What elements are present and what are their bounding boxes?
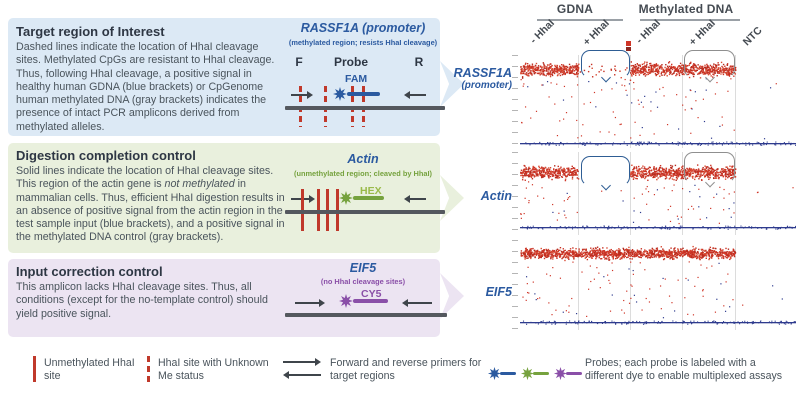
panel-body: This amplicon lacks HhaI cleavage sites.… (16, 281, 268, 320)
panel-title: Digestion completion control (16, 148, 196, 163)
group-header-methylated: Methylated DNA (638, 2, 734, 16)
panel-title: Target region of Interest (16, 24, 165, 39)
row-label-main: RASSF1A (453, 66, 512, 80)
fam-probe-star-icon (333, 87, 347, 101)
row-label-eif5: EIF5 (420, 285, 512, 299)
panel-input-control (8, 259, 440, 337)
group-underline (537, 19, 623, 21)
cy5-probe-star-icon (339, 294, 353, 308)
forward-primer-arrow-icon (295, 299, 325, 307)
gene-note-actin: (unmethylated region; cleaved by HhaI) (294, 169, 432, 178)
panel-body: Dashed lines indicate the location of Hh… (16, 41, 275, 133)
dark-marker-icon (626, 47, 631, 51)
hex-probe-line (533, 372, 549, 375)
scatter-canvas-rassf1a (520, 55, 796, 148)
forward-arrow-icon (283, 358, 321, 366)
column-label-plus-hhal: + HhaI (686, 17, 718, 49)
panel-input-text: Input correction control This amplicon l… (16, 264, 284, 321)
blue-bracket-rassf1a (581, 50, 630, 83)
gene-note-eif5: (no HhaI cleavage sites) (320, 277, 406, 286)
y-axis-ticks (512, 55, 518, 148)
forward-primer-arrow-icon (291, 195, 315, 203)
fam-dye-label: FAM (345, 73, 368, 85)
fam-probe-line (347, 92, 380, 96)
gene-note-rassf1a: (methylated region; resists HhaI cleavag… (288, 38, 438, 47)
hex-probe-star-icon (339, 191, 353, 205)
reverse-primer-label: R (414, 55, 424, 69)
scatter-plot-actin (520, 152, 796, 235)
row-label-sub: (promoter) (461, 80, 512, 91)
panel-title: Input correction control (16, 264, 163, 279)
fam-probe-star-icon (487, 366, 502, 381)
body-post: in mammalian cells. Thus, efficient HhaI… (16, 178, 285, 244)
row-label-rassf1a: RASSF1A (promoter) (420, 66, 512, 91)
group-header-gdna: GDNA (556, 2, 594, 16)
row-label-actin: Actin (420, 189, 512, 203)
reverse-primer-arrow-icon (404, 195, 426, 203)
reverse-primer-arrow-icon (404, 91, 426, 99)
row-label-main: Actin (480, 189, 512, 203)
body-italic: not methylated (164, 178, 235, 191)
panel-body: Solid lines indicate the location of Hha… (16, 165, 288, 245)
group-underline (640, 19, 740, 21)
body-pre: Solid lines indicate the location of Hha… (16, 165, 274, 191)
scatter-plot-rassf1a (520, 55, 796, 148)
dna-strand-line (285, 313, 447, 317)
row-label-main: EIF5 (485, 285, 512, 299)
cy5-probe-line (566, 372, 582, 375)
legend-label: Forward and reverse primers for target r… (330, 357, 482, 382)
fam-probe-line (500, 372, 516, 375)
probe-label: Probe (333, 55, 368, 69)
reverse-arrow-icon (283, 371, 321, 379)
panel-target-region (8, 18, 440, 136)
scatter-canvas-eif5 (520, 240, 796, 330)
panel-target-text: Target region of Interest Dashed lines i… (16, 24, 284, 134)
hex-probe-star-icon (520, 366, 535, 381)
y-axis-ticks (512, 240, 518, 330)
legend-label: Probes; each probe is labeled with a dif… (585, 357, 783, 382)
legend-label: HhaI site with Unknown Me status (158, 357, 269, 382)
column-label-ntc: NTC (740, 24, 765, 49)
gene-title-eif5: EIF5 (349, 261, 377, 275)
gray-bracket-rassf1a (684, 50, 735, 83)
gene-title-rassf1a: RASSF1A (promoter) (300, 21, 426, 35)
scatter-plot-eif5 (520, 240, 796, 330)
panel-digestion-text: Digestion completion control Solid lines… (16, 148, 288, 245)
cy5-dye-label: CY5 (361, 288, 382, 300)
column-label-minus-hhal: - HhaI (527, 17, 557, 47)
forward-primer-label: F (295, 55, 303, 69)
dna-strand-line (285, 106, 445, 110)
unmethylated-site-icon (33, 356, 36, 382)
gray-bracket-actin (684, 152, 735, 188)
cy5-probe-line (353, 299, 388, 303)
hex-probe-line (353, 196, 384, 200)
legend-label: Unmethylated HhaI site (44, 357, 135, 382)
dna-strand-line (285, 210, 445, 214)
hex-dye-label: HEX (360, 185, 382, 197)
gene-title-actin: Actin (347, 152, 379, 166)
forward-primer-arrow-icon (291, 91, 313, 99)
unknown-me-site-icon (147, 356, 150, 382)
blue-bracket-actin (581, 156, 630, 191)
y-axis-ticks (512, 152, 518, 235)
reverse-primer-arrow-icon (402, 299, 432, 307)
column-label-plus-hhal: + HhaI (580, 17, 612, 49)
red-marker-icon (626, 41, 631, 46)
scatter-canvas-actin (520, 152, 796, 235)
column-label-minus-hhal: - HhaI (633, 17, 663, 47)
cy5-probe-star-icon (553, 366, 568, 381)
